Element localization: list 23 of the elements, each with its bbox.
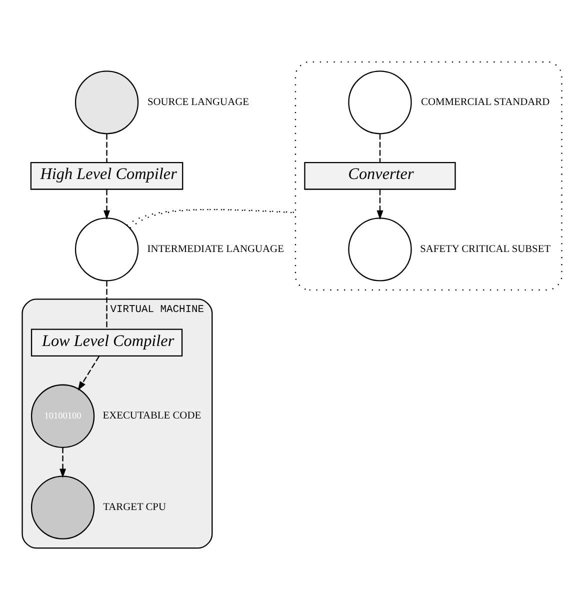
- node-label: COMMERCIAL STANDARD: [421, 96, 550, 108]
- connector: [130, 209, 296, 229]
- node-circle: [348, 70, 412, 134]
- connector: [106, 134, 108, 162]
- node-box: Low Level Compiler: [30, 328, 183, 357]
- node-label: SAFETY CRITICAL SUBSET: [420, 244, 551, 255]
- connector: [106, 280, 108, 330]
- node-box: High Level Compiler: [30, 162, 184, 190]
- node-label: TARGET CPU: [103, 502, 166, 514]
- arrow: [104, 189, 110, 220]
- arrow: [78, 356, 100, 391]
- arrow: [376, 189, 384, 220]
- cluster: [294, 61, 562, 291]
- node-circle: [30, 476, 95, 540]
- node-box: Converter: [304, 162, 456, 190]
- connector: [379, 134, 381, 162]
- node-label: SOURCE LANGUAGE: [147, 96, 249, 108]
- node-label: INTERMEDIATE LANGUAGE: [147, 244, 284, 255]
- arrow: [60, 447, 66, 478]
- node-circle: [74, 70, 139, 134]
- node-label: EXECUTABLE CODE: [102, 410, 202, 422]
- node-circle: [74, 218, 139, 282]
- node-circle: [348, 218, 412, 282]
